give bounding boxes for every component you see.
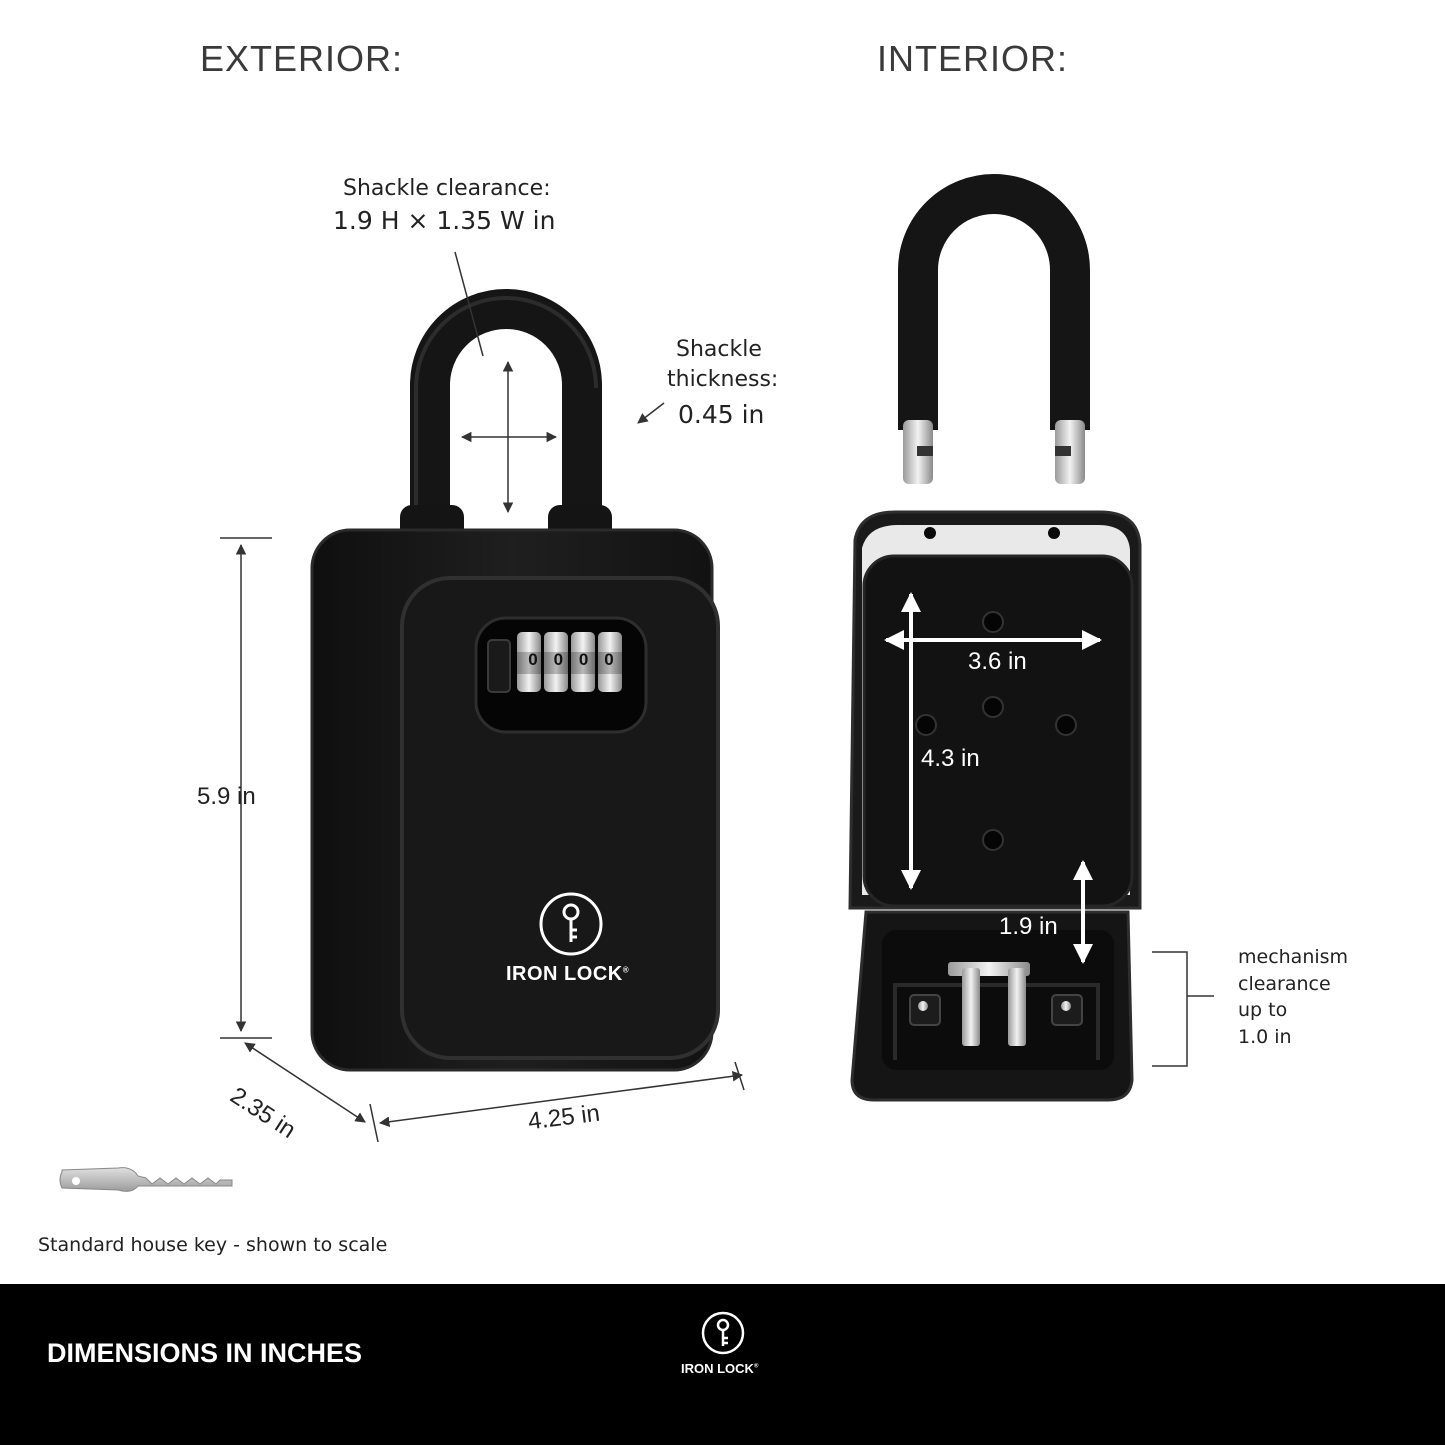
- exterior-dimension-lines: [220, 251, 745, 1143]
- brand-text: IRON LOCK: [506, 963, 623, 985]
- key-caption: Standard house key - shown to scale: [38, 1234, 388, 1256]
- dial-digit[interactable]: 0: [604, 650, 614, 669]
- shackle-clearance-title: Shackle clearance:: [343, 176, 551, 201]
- dial-digit[interactable]: 0: [553, 650, 564, 669]
- shackle-thickness-line2: thickness:: [667, 367, 779, 392]
- shackle-clearance-value: 1.9 H × 1.35 W in: [333, 206, 556, 235]
- footer-title: DIMENSIONS IN INCHES: [47, 1338, 363, 1368]
- mechanism-line: up to: [1238, 999, 1288, 1021]
- interior-dimension-lines: [884, 592, 1214, 1067]
- interior-compartment: [862, 554, 1134, 908]
- brand-mark: ®: [753, 1363, 759, 1370]
- interior-width-label: 3.6 in: [968, 648, 1027, 675]
- footer-brand-name: IRON LOCK®: [681, 1361, 758, 1376]
- brand-mark: ®: [622, 965, 630, 975]
- exterior-lock: [310, 289, 720, 1072]
- interior-lock: [848, 174, 1142, 1102]
- house-key-icon: [59, 1167, 233, 1192]
- dial-digit[interactable]: 0: [528, 650, 538, 669]
- exterior-brand-name: IRON LOCK®: [506, 963, 629, 986]
- shackle-thickness-value: 0.45 in: [678, 400, 765, 429]
- interior-height-label: 4.3 in: [921, 745, 980, 772]
- combination-dials[interactable]: [517, 632, 622, 692]
- dial-digit[interactable]: 0: [578, 650, 589, 669]
- exterior-shackle: [410, 289, 602, 520]
- interior-shackle: [898, 174, 1090, 430]
- dial-digits: 0 0 0 0: [521, 650, 621, 674]
- brand-text: IRON LOCK: [681, 1361, 754, 1376]
- exterior-heading: EXTERIOR:: [200, 38, 404, 79]
- mechanism-line: clearance: [1238, 972, 1331, 995]
- mechanism-line: 1.0 in: [1238, 1025, 1292, 1048]
- footer-logo-icon: [701, 1311, 745, 1355]
- exterior-logo-circle: [539, 892, 603, 956]
- door-mechanism: [909, 962, 1083, 1046]
- door-depth-label: 1.9 in: [999, 913, 1058, 940]
- footer-bar: [0, 1284, 1445, 1445]
- mechanism-line: mechanism: [1238, 946, 1349, 968]
- interior-heading: INTERIOR:: [877, 38, 1069, 79]
- mechanism-clearance-label: mechanism clearance up to 1.0 in: [1238, 944, 1348, 1050]
- shackle-thickness-line1: Shackle: [676, 337, 762, 362]
- exterior-height-label: 5.9 in: [197, 783, 256, 810]
